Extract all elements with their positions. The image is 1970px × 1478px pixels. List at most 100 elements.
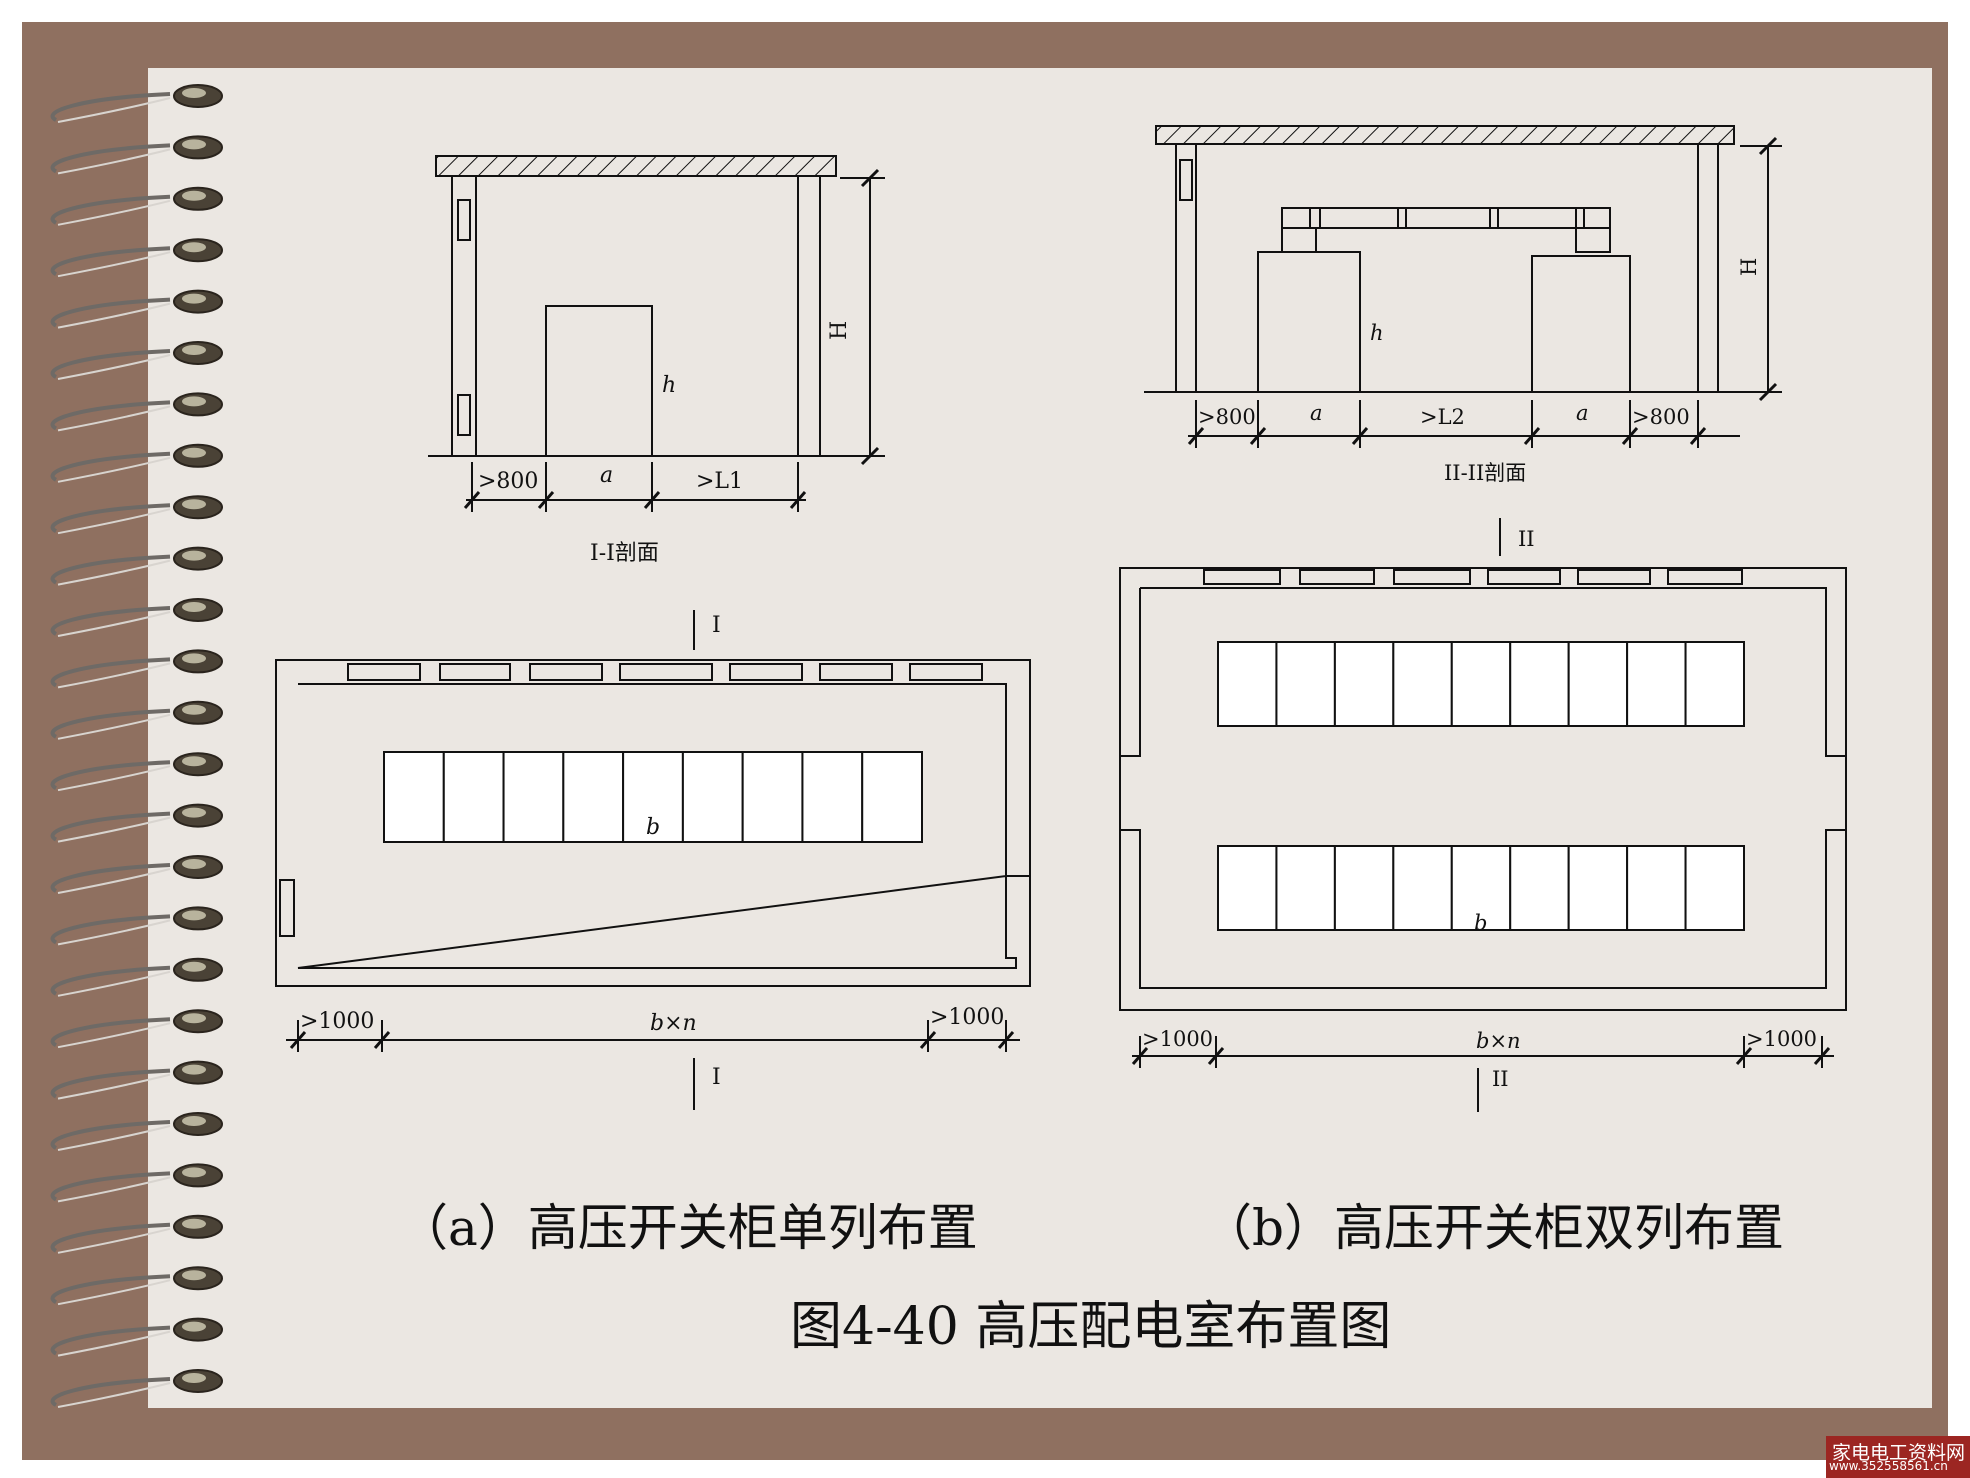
switchgear-cabinet-row1-6 <box>1509 641 1570 727</box>
section-b-dim-4: a <box>1576 401 1589 425</box>
ceiling-slab <box>1155 125 1735 145</box>
wall-window <box>1667 569 1743 585</box>
plan-a-cabinet-row <box>383 751 924 843</box>
switchgear-cabinet-row2-1 <box>1217 845 1278 931</box>
switchgear-cabinet-row2-8 <box>1626 845 1687 931</box>
switchgear-cabinet-6 <box>681 751 744 843</box>
wall-window <box>529 663 603 681</box>
plan-b-cabinet-rows <box>1217 641 1745 931</box>
spiral-ring <box>50 1369 223 1408</box>
section-a-view <box>428 155 885 512</box>
switchgear-cabinet-row2-2 <box>1275 845 1336 931</box>
switchgear-cabinet-row2-7 <box>1567 845 1629 931</box>
switchgear-cabinet-row1-1 <box>1217 641 1278 727</box>
switchgear-cabinet-3 <box>502 751 565 843</box>
switchgear-cabinet-9 <box>861 751 924 843</box>
section-b-dim-3: >L2 <box>1420 405 1465 429</box>
caption-a: （a）高压开关柜单列布置 <box>398 1199 978 1257</box>
spiral-ring <box>50 649 223 689</box>
switchgear-cabinet-4 <box>562 751 625 843</box>
switchgear-cabinet-row1-7 <box>1567 641 1629 727</box>
door <box>279 879 295 937</box>
spiral-ring <box>50 803 223 843</box>
spiral-ring <box>50 546 223 586</box>
spiral-ring <box>50 957 223 997</box>
section-b-height-label: H <box>1737 258 1761 276</box>
spiral-binding <box>50 84 223 1408</box>
wall-window <box>457 199 471 241</box>
spiral-ring <box>50 1266 223 1306</box>
section-b-view <box>1144 125 1782 448</box>
switchgear-cabinet-8 <box>801 751 864 843</box>
plan-a-view <box>275 610 1031 1110</box>
section-b-dim-1: >800 <box>1198 405 1256 429</box>
spiral-ring <box>50 1112 223 1151</box>
wall-window <box>1299 569 1375 585</box>
wall-window <box>819 663 893 681</box>
spiral-ring <box>50 392 223 432</box>
spiral-ring <box>50 443 223 483</box>
spiral-ring <box>50 906 223 946</box>
plan-b-dim-3: >1000 <box>1746 1027 1817 1051</box>
spiral-ring <box>50 598 223 637</box>
switchgear-cabinet-row1-9 <box>1684 641 1745 727</box>
switchgear-cabinet-row2-4 <box>1392 845 1453 931</box>
section-a-title: I-I剖面 <box>590 541 659 566</box>
ceiling-slab <box>435 155 837 177</box>
spiral-ring <box>50 1009 223 1049</box>
switchgear-cabinet <box>545 305 653 457</box>
plan-b-section-mark-bottom: II <box>1492 1067 1509 1091</box>
switchgear-cabinet-row2-3 <box>1333 845 1395 931</box>
spiral-ring <box>50 1317 223 1357</box>
spiral-ring <box>50 1214 223 1254</box>
wall-window <box>1577 569 1651 585</box>
section-a-dim-2: a <box>600 463 613 488</box>
plan-a-dim-2: b×n <box>650 1011 697 1036</box>
wall-window <box>439 663 511 681</box>
spiral-ring <box>50 855 223 894</box>
section-a-dim-1: >800 <box>478 469 538 494</box>
spiral-ring <box>50 186 223 226</box>
switchgear-cabinet-row1-3 <box>1333 641 1395 727</box>
plan-a-cabinet-label: b <box>646 815 660 840</box>
wall-window <box>729 663 803 681</box>
switchgear-cabinet-row1-2 <box>1275 641 1336 727</box>
wall-window <box>909 663 983 681</box>
section-b-title: II-II剖面 <box>1444 461 1526 485</box>
section-b-dim-5: >800 <box>1632 405 1690 429</box>
spiral-ring <box>50 341 223 380</box>
plan-b-dim-2: b×n <box>1476 1029 1521 1053</box>
switchgear-cabinet-row1-8 <box>1626 641 1687 727</box>
spiral-ring <box>50 495 223 535</box>
section-b-dim-2: a <box>1310 401 1323 425</box>
spiral-ring <box>50 700 223 740</box>
spiral-ring <box>50 289 223 329</box>
section-b-cabinet-height-label: h <box>1370 321 1384 345</box>
busbar-bridge <box>1281 207 1611 229</box>
switchgear-cabinet-left <box>1257 251 1361 393</box>
spiral-ring <box>50 752 223 792</box>
plan-b-dim-1: >1000 <box>1142 1027 1213 1051</box>
switchgear-cabinet-2 <box>442 751 505 843</box>
plan-a-dim-1: >1000 <box>300 1009 374 1034</box>
figure-title: 图4-40 高压配电室布置图 <box>790 1297 1392 1357</box>
section-a-cabinet-height-label: h <box>662 373 676 398</box>
plan-a-section-mark-top: I <box>712 613 721 638</box>
caption-b: （b）高压开关柜双列布置 <box>1202 1199 1785 1257</box>
wall-window <box>619 663 713 681</box>
wall-window <box>1179 159 1193 201</box>
switchgear-cabinet-row2-6 <box>1509 845 1570 931</box>
plan-b-cabinet-label: b <box>1474 911 1487 935</box>
watermark-url: www.352558561.cn <box>1829 1459 1948 1473</box>
plan-b-view <box>1119 518 1847 1112</box>
spiral-ring <box>50 1163 223 1203</box>
spiral-ring <box>50 238 223 278</box>
notebook-page <box>148 68 1932 1408</box>
wall-window <box>1393 569 1471 585</box>
wall-window <box>1203 569 1281 585</box>
switchgear-cabinet-right <box>1531 255 1631 393</box>
wall-window <box>1487 569 1561 585</box>
spiral-ring <box>50 1060 223 1100</box>
section-a-height-label: H <box>827 321 852 340</box>
